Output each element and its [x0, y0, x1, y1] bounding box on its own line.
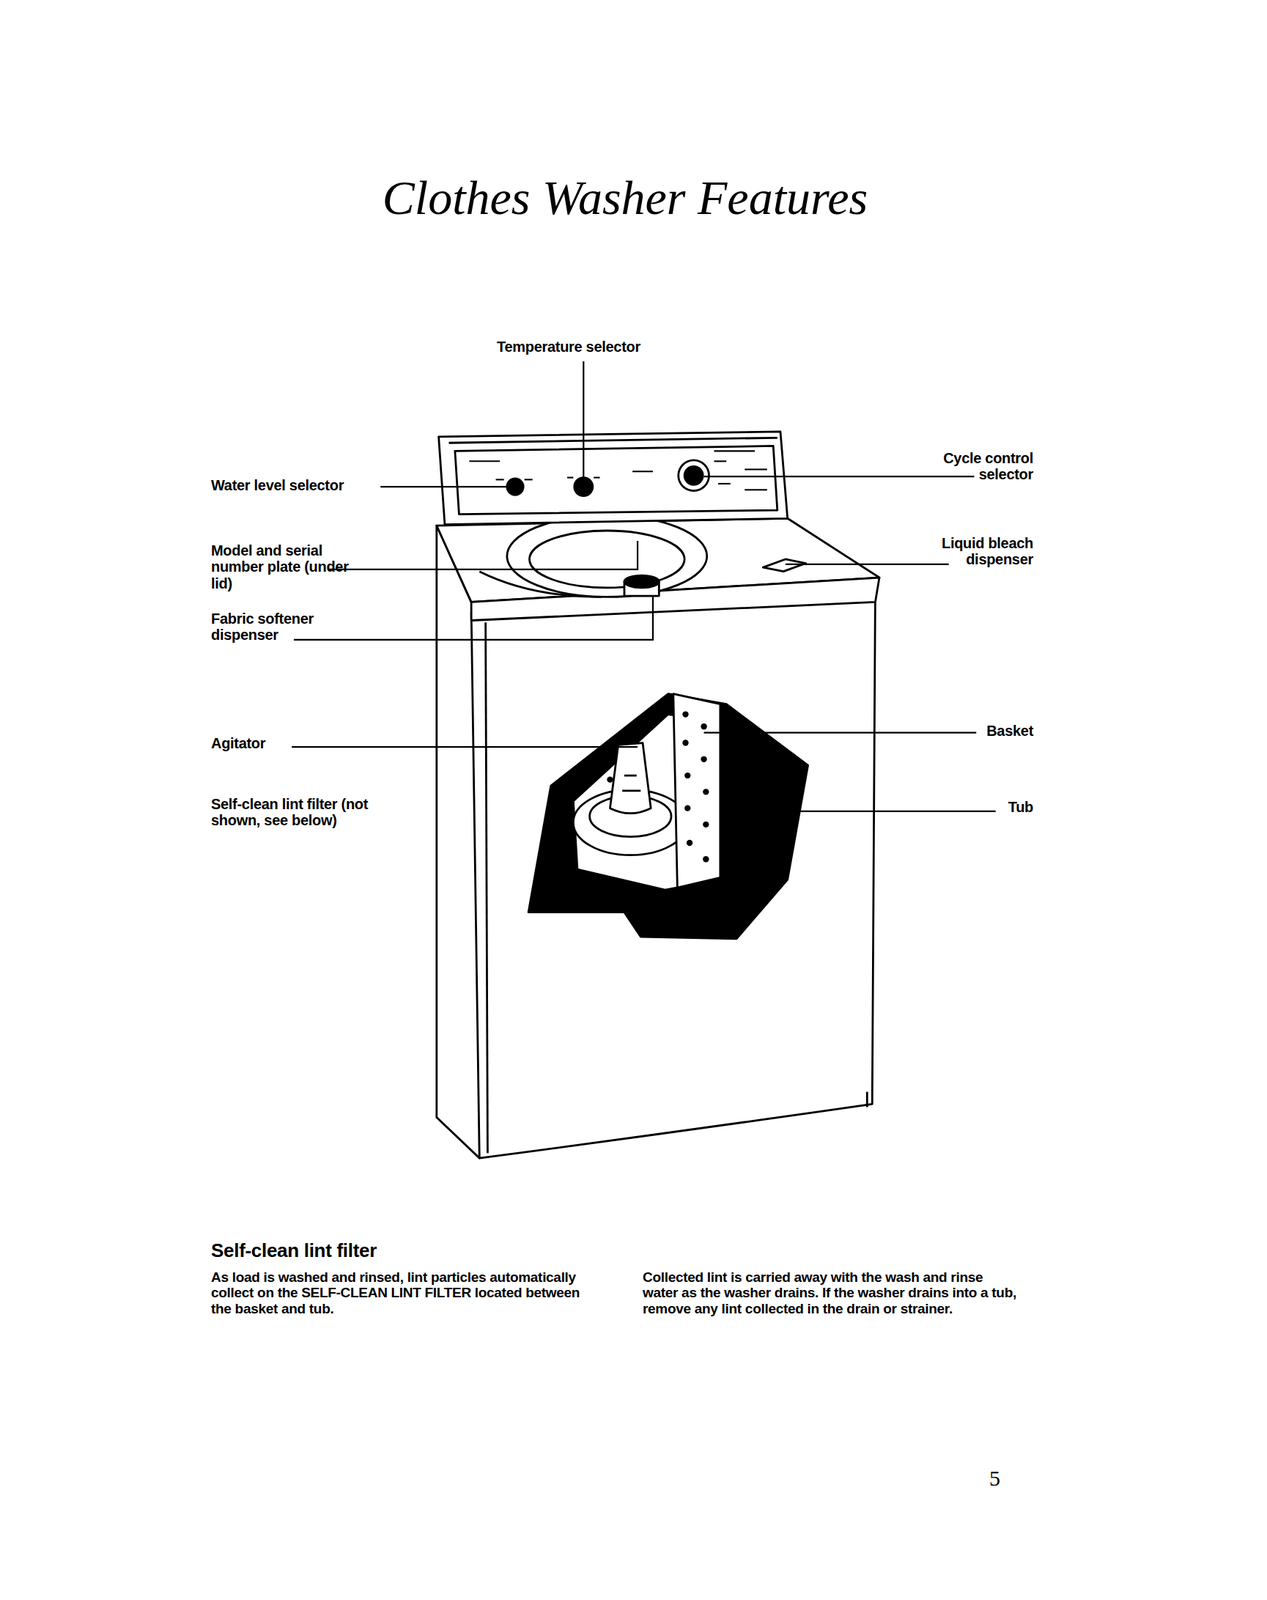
console-trim — [449, 437, 778, 443]
note-paragraph: Collected lint is carried away with the … — [642, 1269, 1017, 1317]
leader-line — [582, 361, 585, 480]
console — [438, 431, 788, 525]
leader-line — [380, 485, 511, 488]
agitator-vanes — [622, 775, 641, 791]
leader-line — [291, 745, 638, 748]
leader-line — [744, 810, 996, 812]
softener-cap — [624, 575, 659, 588]
part-label: Self-clean lint filter (not shown, see b… — [211, 795, 387, 829]
leader-line — [293, 595, 653, 640]
leader-lines — [291, 361, 996, 812]
tub — [528, 693, 808, 939]
part-label: Fabric softener dispenser — [211, 610, 358, 644]
cabinet-foot — [866, 1091, 869, 1108]
console-panel — [455, 445, 778, 514]
leader-line — [328, 540, 638, 570]
part-label: Model and serial number plate (under lid… — [211, 542, 358, 592]
leader-line — [704, 732, 977, 734]
temperature-knob — [574, 477, 593, 497]
part-label: Liquid bleach dispenser — [908, 534, 1034, 568]
cabinet-edge — [485, 622, 489, 1153]
cycle-knob — [678, 460, 710, 491]
basket-wall — [673, 693, 721, 889]
page-title: Clothes Washer Features — [0, 170, 1251, 226]
note-paragraph: As load is washed and rinsed, lint parti… — [211, 1269, 585, 1317]
leader-line — [704, 475, 975, 478]
part-label: Water level selector — [211, 477, 387, 494]
part-label: Cycle control selector — [908, 449, 1034, 483]
leader-line — [785, 563, 949, 565]
part-label: Basket — [945, 722, 1034, 739]
bleach-dispenser — [762, 559, 806, 572]
panel-ticks — [468, 450, 767, 490]
cycle-knob-center — [684, 466, 703, 485]
basket-rim — [529, 530, 686, 588]
lid-opening — [507, 515, 708, 597]
part-label: Temperature selector — [496, 338, 703, 355]
part-label: Tub — [959, 798, 1034, 815]
agitator-barrel — [609, 743, 651, 814]
part-label: Agitator — [211, 734, 321, 752]
page-number: 5 — [989, 1465, 1034, 1491]
cabinet-front — [471, 592, 875, 1159]
basket-holes — [603, 710, 710, 862]
section-heading: Self-clean lint filter — [211, 1239, 578, 1262]
deck-edge — [479, 571, 602, 598]
